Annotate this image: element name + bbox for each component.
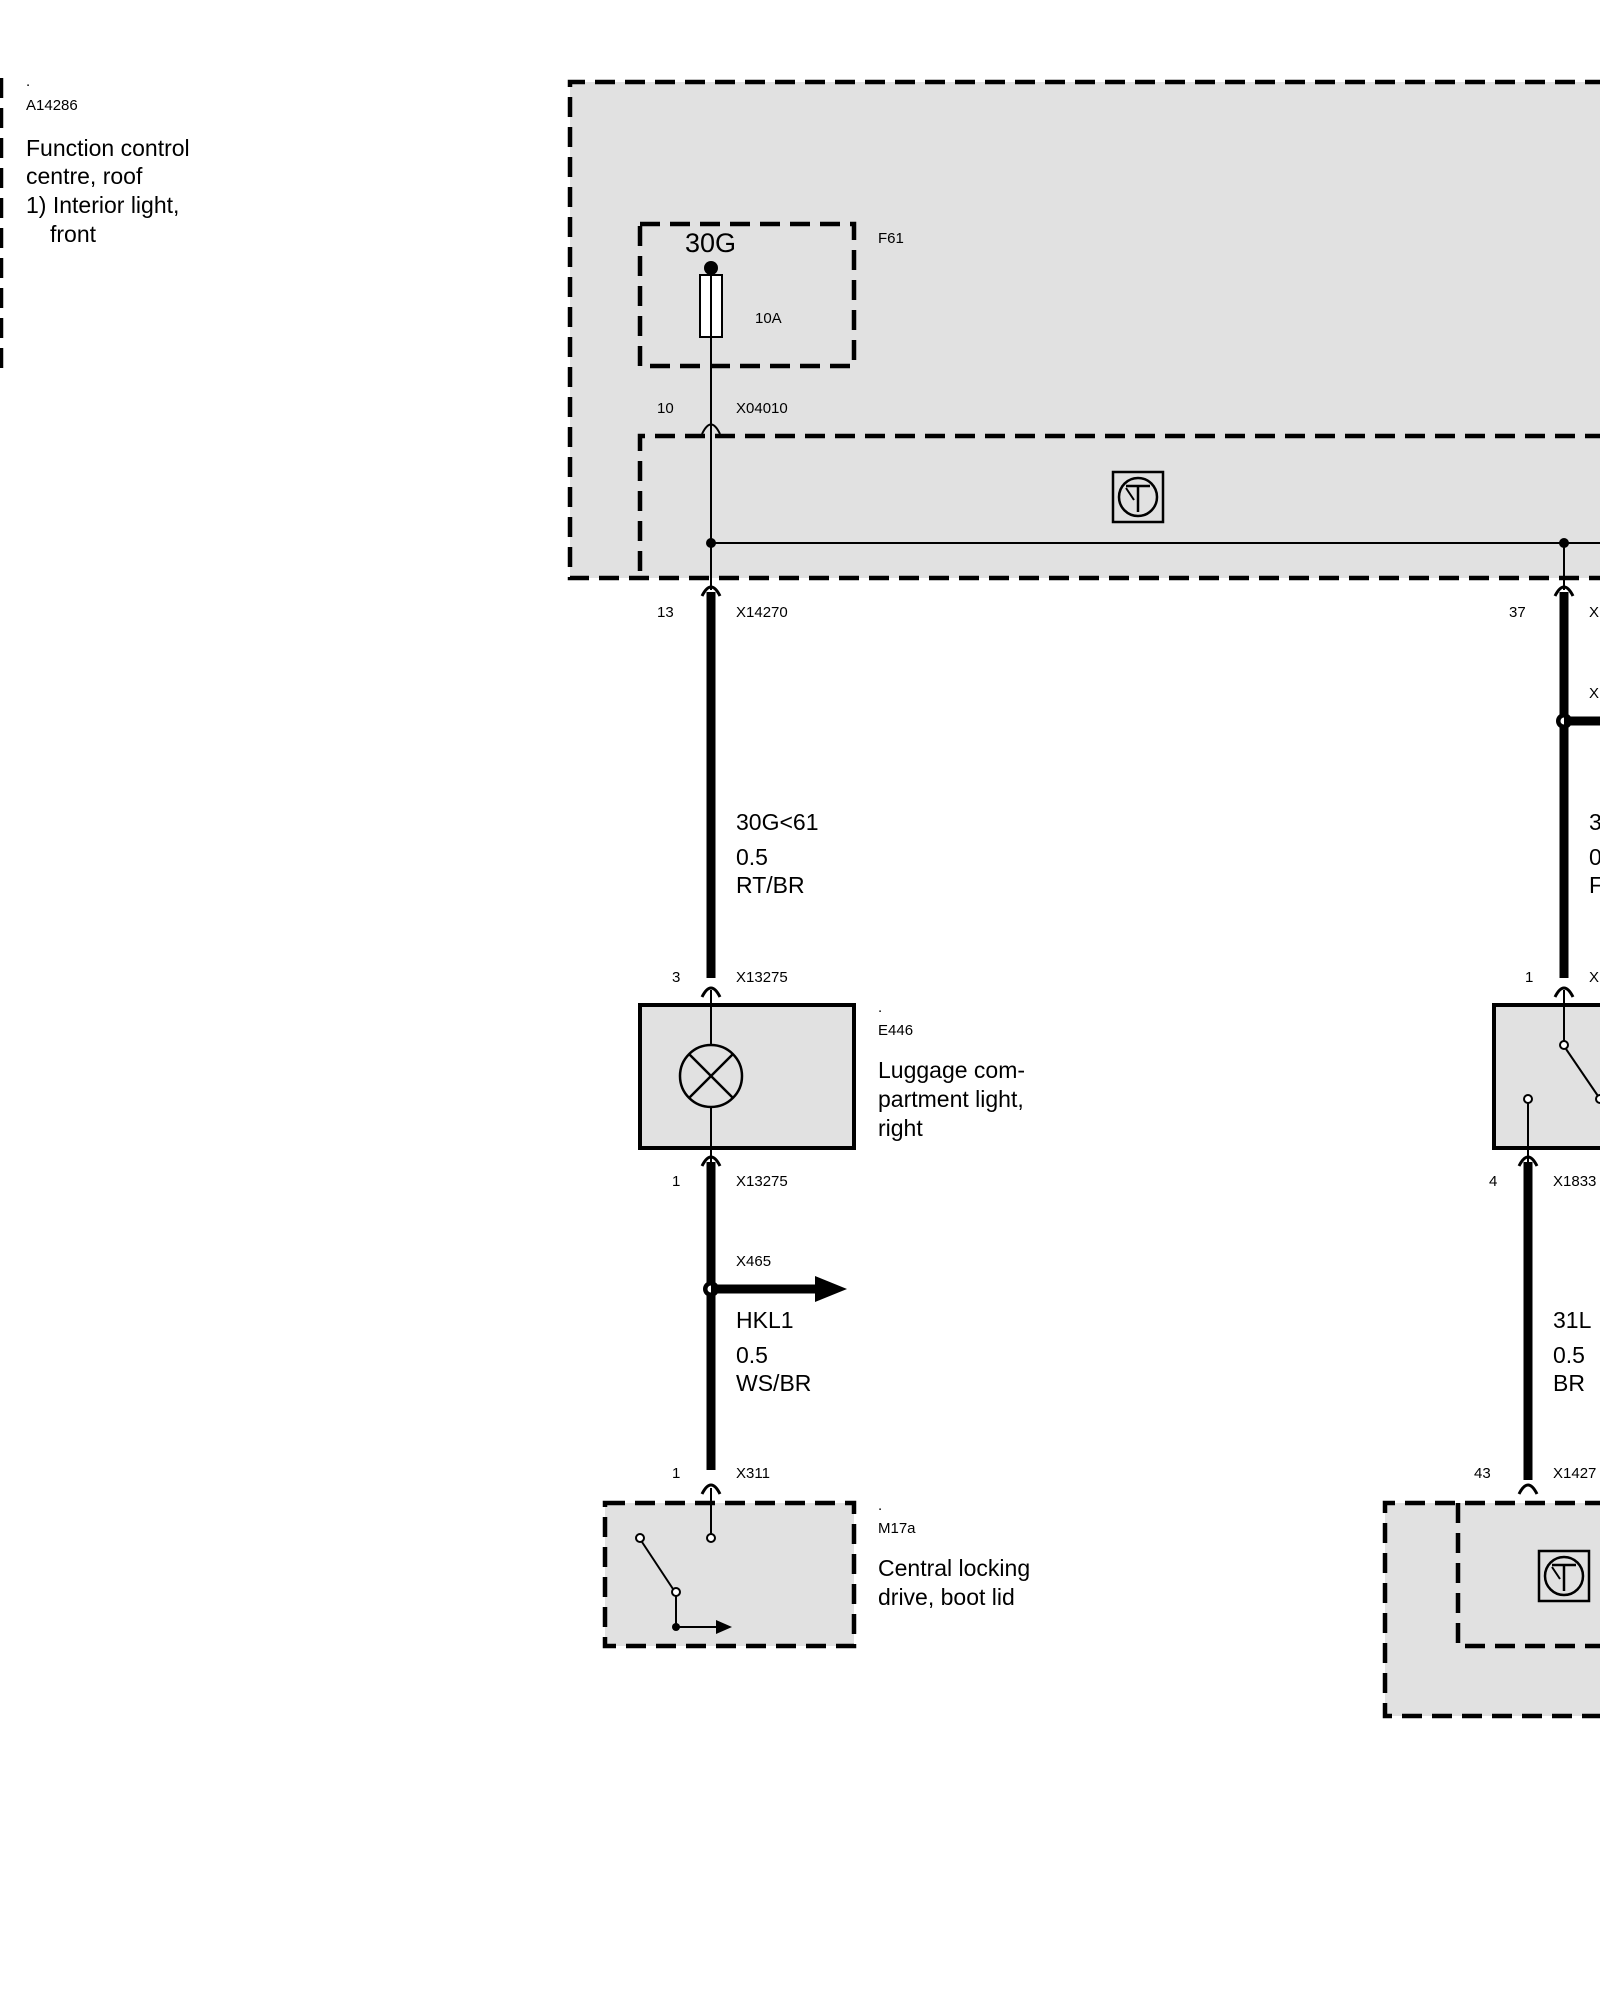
wire1-color: RT/BR — [736, 872, 805, 898]
lamp-line-3: right — [878, 1115, 923, 1141]
actuator-mark — [700, 1483, 722, 1495]
right-pin-37: 37 — [1509, 604, 1526, 621]
right-conn-mid: X — [1589, 685, 1599, 702]
actuator-line-2: drive, boot lid — [878, 1584, 1015, 1610]
left-module-line-1: Function control — [26, 135, 190, 161]
splice-id: X465 — [736, 1253, 771, 1270]
right-wire3-signal: 31L — [1553, 1307, 1592, 1333]
right-wire-gauge: 0 — [1589, 844, 1600, 870]
actuator-pin: 1 — [672, 1465, 680, 1482]
right-wire-signal: 3 — [1589, 809, 1600, 835]
right-transistor-icon — [1537, 1549, 1591, 1603]
wire1-top-conn: X14270 — [736, 604, 788, 621]
switch-icon — [635, 1533, 732, 1634]
lamp-top-conn: X13275 — [736, 969, 788, 986]
right-bottom-module-box — [1382, 1500, 1600, 1719]
fuse-id: F61 — [878, 230, 904, 247]
actuator-line-1: Central locking — [878, 1555, 1030, 1581]
right-conn-37: X — [1589, 604, 1599, 621]
wire1-top-pin: 13 — [657, 604, 674, 621]
lamp-dot: . — [878, 999, 882, 1016]
wire2-signal: HKL1 — [736, 1307, 794, 1333]
lamp-box — [638, 1003, 856, 1150]
left-module-dot: . — [26, 73, 30, 90]
connector-top-mark — [701, 423, 721, 435]
right-wire-color: F — [1589, 872, 1600, 898]
fuse-terminal-label: 30G — [685, 228, 736, 258]
actuator-box — [602, 1500, 857, 1649]
right-conn-43: X1427 — [1553, 1465, 1596, 1482]
actuator-conn: X311 — [736, 1465, 770, 1482]
actuator-dot: . — [878, 1497, 882, 1514]
right-pin-1: 1 — [1525, 969, 1533, 986]
transistor-icon — [1111, 470, 1165, 524]
lamp-top-mark — [700, 986, 722, 998]
lamp-id: E446 — [878, 1022, 913, 1039]
wire1-gauge: 0.5 — [736, 844, 768, 870]
right-switch-box — [1492, 1003, 1600, 1150]
lamp-bottom-mark — [700, 1155, 722, 1167]
left-module-line-3: 1) Interior light, — [26, 192, 179, 218]
wire1-signal: 30G<61 — [736, 809, 819, 835]
lamp-top-pin: 3 — [672, 969, 680, 986]
right-bottom-subbox — [1455, 1503, 1600, 1649]
fuse-box — [637, 221, 857, 369]
lamp-line-2: partment light, — [878, 1086, 1024, 1112]
connector-top-id: X04010 — [736, 400, 788, 417]
fuse-rating: 10A — [755, 310, 782, 327]
right-wire3-color: BR — [1553, 1370, 1585, 1396]
right-switch-icon — [1523, 990, 1600, 1162]
left-module-line-2: centre, roof — [26, 163, 143, 189]
splice-arrow-icon — [815, 1276, 847, 1302]
wire2-color: WS/BR — [736, 1370, 811, 1396]
right-conn-1: X — [1589, 969, 1599, 986]
actuator-id: M17a — [878, 1520, 916, 1537]
left-module-line-4: front — [50, 221, 97, 247]
connector-top-pin: 10 — [657, 400, 674, 417]
wire2-gauge: 0.5 — [736, 1342, 768, 1368]
right-pin-43: 43 — [1474, 1465, 1491, 1482]
lamp-line-1: Luggage com- — [878, 1057, 1025, 1083]
lamp-bottom-pin: 1 — [672, 1173, 680, 1190]
right-conn-4: X1833 — [1553, 1173, 1596, 1190]
left-module-id: A14286 — [26, 97, 78, 114]
right-wire3-gauge: 0.5 — [1553, 1342, 1585, 1368]
lamp-bottom-conn: X13275 — [736, 1173, 788, 1190]
electronics-subbox — [637, 433, 1600, 578]
right-pin-4: 4 — [1489, 1173, 1497, 1190]
top-module-box — [567, 79, 1600, 581]
